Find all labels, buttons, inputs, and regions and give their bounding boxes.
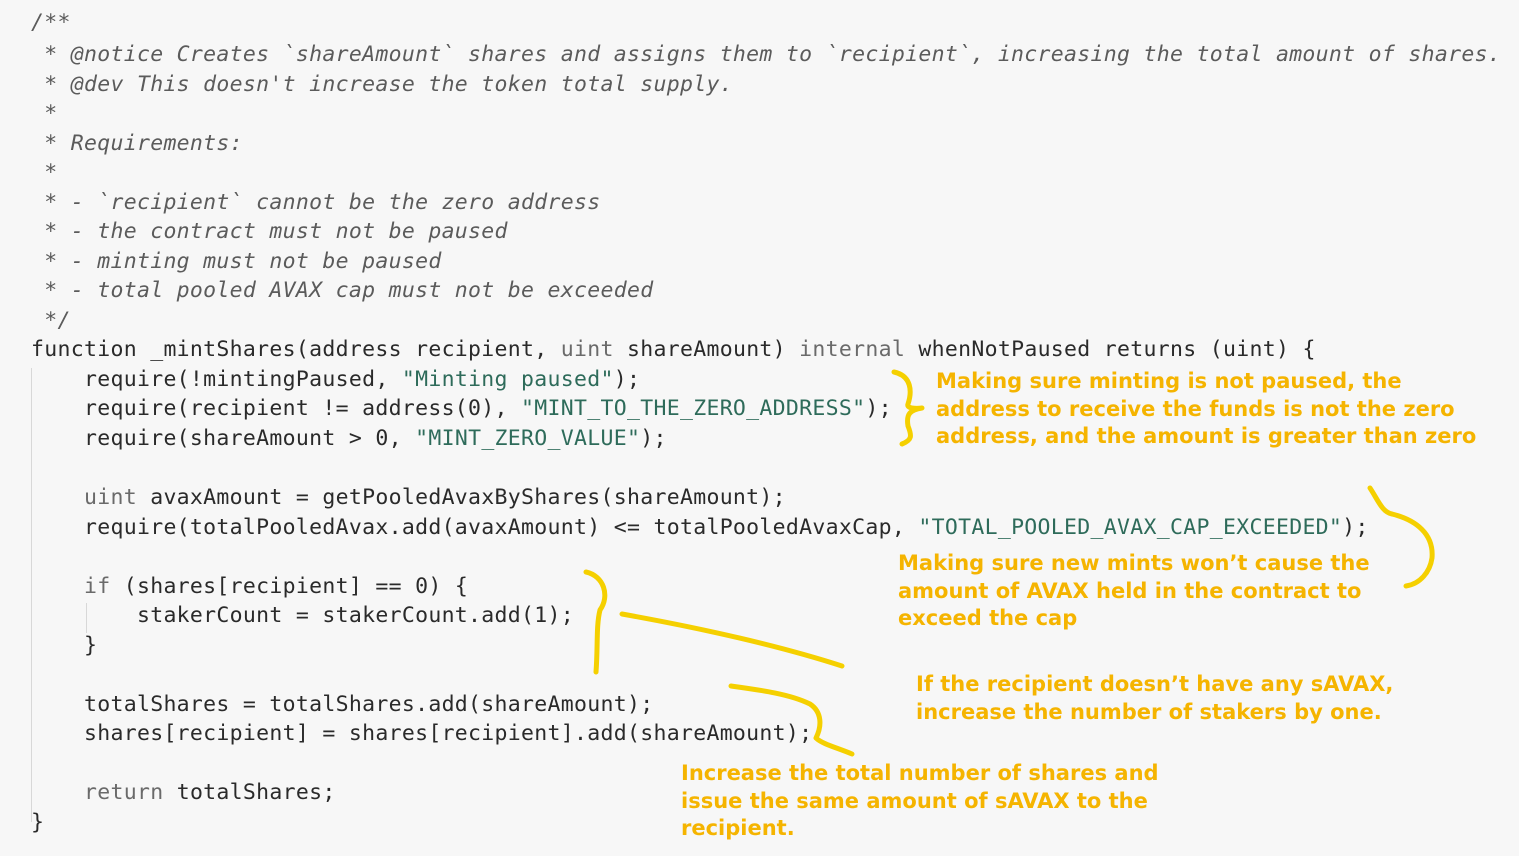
function-name: _mintShares(address recipient, [136,337,561,362]
string-literal: "MINT_TO_THE_ZERO_ADDRESS" [521,396,866,421]
code-line-require-minting: require(!mintingPaused, "Minting paused"… [31,365,640,395]
annotation-cap-check: Making sure new mints won’t cause the am… [898,551,1370,630]
code-text: ); [613,367,641,392]
code-line-comment: */ [31,308,71,333]
brace-requires [891,369,925,447]
code-line-comment: /** [31,10,71,35]
code-line-function-signature: function _mintShares(address recipient, … [31,335,1316,365]
keyword-function: function [31,337,137,362]
code-line-recipient-shares: shares[recipient] = shares[recipient].ad… [31,721,813,746]
code-line-require-cap: require(totalPooledAvax.add(avaxAmount) … [31,513,1369,543]
string-literal: "Minting paused" [401,367,614,392]
keyword-uint: uint [31,485,137,510]
code-line-comment: * [31,160,58,185]
code-line-comment: * Requirements: [31,131,243,156]
code-text: totalShares; [163,780,336,805]
code-text: (shares[recipient] == 0) { [110,574,469,599]
keyword-uint: uint [560,337,614,362]
code-line-comment: * - `recipient` cannot be the zero addre… [31,190,601,215]
code-text: avaxAmount = getPooledAvaxByShares(share… [136,485,786,510]
code-line-comment: * - the contract must not be paused [31,219,508,244]
line-if-block [619,611,845,669]
code-text: require(recipient != address(0), [31,396,522,421]
string-literal: "TOTAL_POOLED_AVAX_CAP_EXCEEDED" [918,515,1343,540]
code-line-comment: * [31,101,58,126]
code-line-return: return totalShares; [31,778,336,808]
code-text: ); [640,426,667,451]
code-line-avax-amount: uint avaxAmount = getPooledAvaxByShares(… [31,483,786,513]
annotation-staker-count: If the recipient doesn’t have any sAVAX,… [916,672,1394,724]
modifiers: whenNotPaused returns (uint) { [905,337,1316,362]
code-line-require-amount: require(shareAmount > 0, "MINT_ZERO_VALU… [31,424,667,454]
code-line-comment: * @notice Creates `shareAmount` shares a… [31,42,1502,67]
annotation-require-checks: Making sure minting is not paused, the a… [936,369,1477,448]
brace-cap [1367,485,1435,589]
code-text: require(totalPooledAvax.add(avaxAmount) … [31,515,919,540]
indent-guide [86,603,87,633]
indent-guide [31,368,32,822]
code-line-require-recipient: require(recipient != address(0), "MINT_T… [31,394,892,424]
code-text: ); [865,396,892,421]
code-text: require(!mintingPaused, [31,367,402,392]
code-line-if: if (shares[recipient] == 0) { [31,572,468,602]
code-line-if-close: } [31,633,98,658]
param-share-amount: shareAmount) [613,337,800,362]
code-text: ); [1342,515,1369,540]
code-line-comment: * - total pooled AVAX cap must not be ex… [31,278,654,303]
string-literal: "MINT_ZERO_VALUE" [415,426,641,451]
code-line-comment: * @dev This doesn't increase the token t… [31,72,733,97]
keyword-return: return [31,780,164,805]
keyword-if: if [31,574,111,599]
keyword-internal: internal [799,337,906,362]
code-text: require(shareAmount > 0, [31,426,416,451]
code-line-comment: * - minting must not be paused [31,249,442,274]
code-line-function-close: } [31,810,45,835]
brace-if-block [583,569,608,675]
code-line-total-shares: totalShares = totalShares.add(shareAmoun… [31,692,654,717]
annotation-issue-shares: Increase the total number of shares and … [681,761,1159,840]
code-line-staker-count: stakerCount = stakerCount.add(1); [31,603,575,628]
